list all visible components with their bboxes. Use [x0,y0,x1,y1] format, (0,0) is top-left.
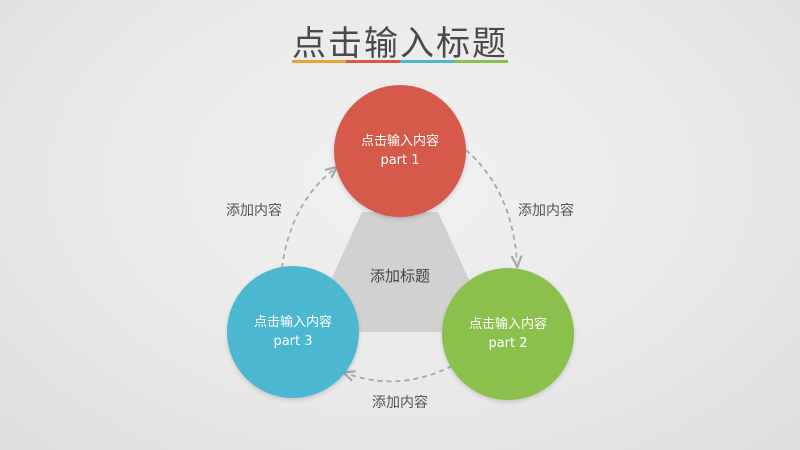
node-part-1[interactable]: 点击输入内容 part 1 [334,85,466,217]
node-part-2[interactable]: 点击输入内容 part 2 [442,268,574,400]
node-text: 点击输入内容 [253,315,332,330]
underline-segment-1 [292,60,346,63]
node-subtitle: part 3 [273,334,313,349]
cycle-arrow-right [465,149,517,262]
node-part-3[interactable]: 点击输入内容 part 3 [227,266,359,398]
page-title[interactable]: 点击输入标题 [292,24,508,64]
underline-segment-4 [454,60,508,63]
arrow-label-right[interactable]: 添加内容 [518,203,574,219]
node-text: 点击输入内容 [468,317,547,332]
node-subtitle: part 1 [380,153,420,168]
cycle-arrow-bottom [348,365,453,383]
title-underline [292,60,508,63]
center-title[interactable]: 添加标题 [369,267,430,285]
node-text: 点击输入内容 [360,134,439,149]
arrow-label-bottom[interactable]: 添加内容 [372,395,428,411]
underline-segment-3 [400,60,454,63]
node-subtitle: part 2 [488,336,528,351]
center-triangle [307,212,493,332]
underline-segment-2 [346,60,400,63]
cycle-arrow-left [281,170,333,269]
arrow-label-left[interactable]: 添加内容 [226,203,282,219]
